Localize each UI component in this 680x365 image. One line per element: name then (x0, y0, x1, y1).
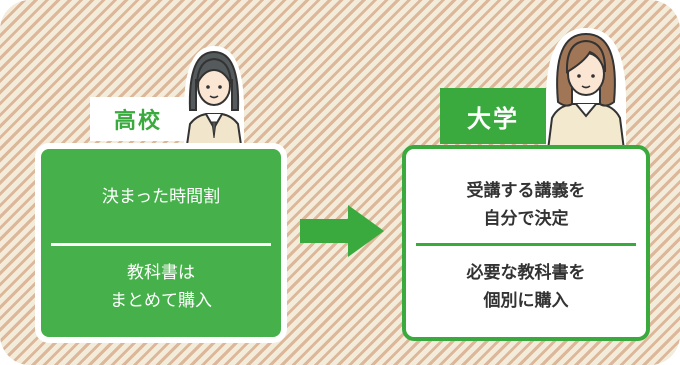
university-item-textbooks: 必要な教科書を 個別に購入 (466, 263, 586, 311)
high-school-tag: 高校 (90, 97, 186, 141)
university-divider (416, 243, 636, 246)
university-student-figure (546, 28, 626, 150)
right-arrow-icon (300, 205, 384, 257)
high-school-divider (51, 243, 271, 246)
high-school-item-timetable: 決まった時間割 (101, 187, 221, 207)
university-item-lectures: 受講する講義を 自分で決定 (466, 181, 586, 229)
high-school-student-figure (184, 46, 244, 152)
high-school-item-textbooks: 教科書は まとめて購入 (110, 263, 212, 311)
university-box: 受講する講義を 自分で決定 必要な教科書を 個別に購入 (402, 145, 650, 341)
high-school-box: 決まった時間割 教科書は まとめて購入 (37, 145, 285, 341)
university-tag: 大学 (440, 88, 546, 144)
